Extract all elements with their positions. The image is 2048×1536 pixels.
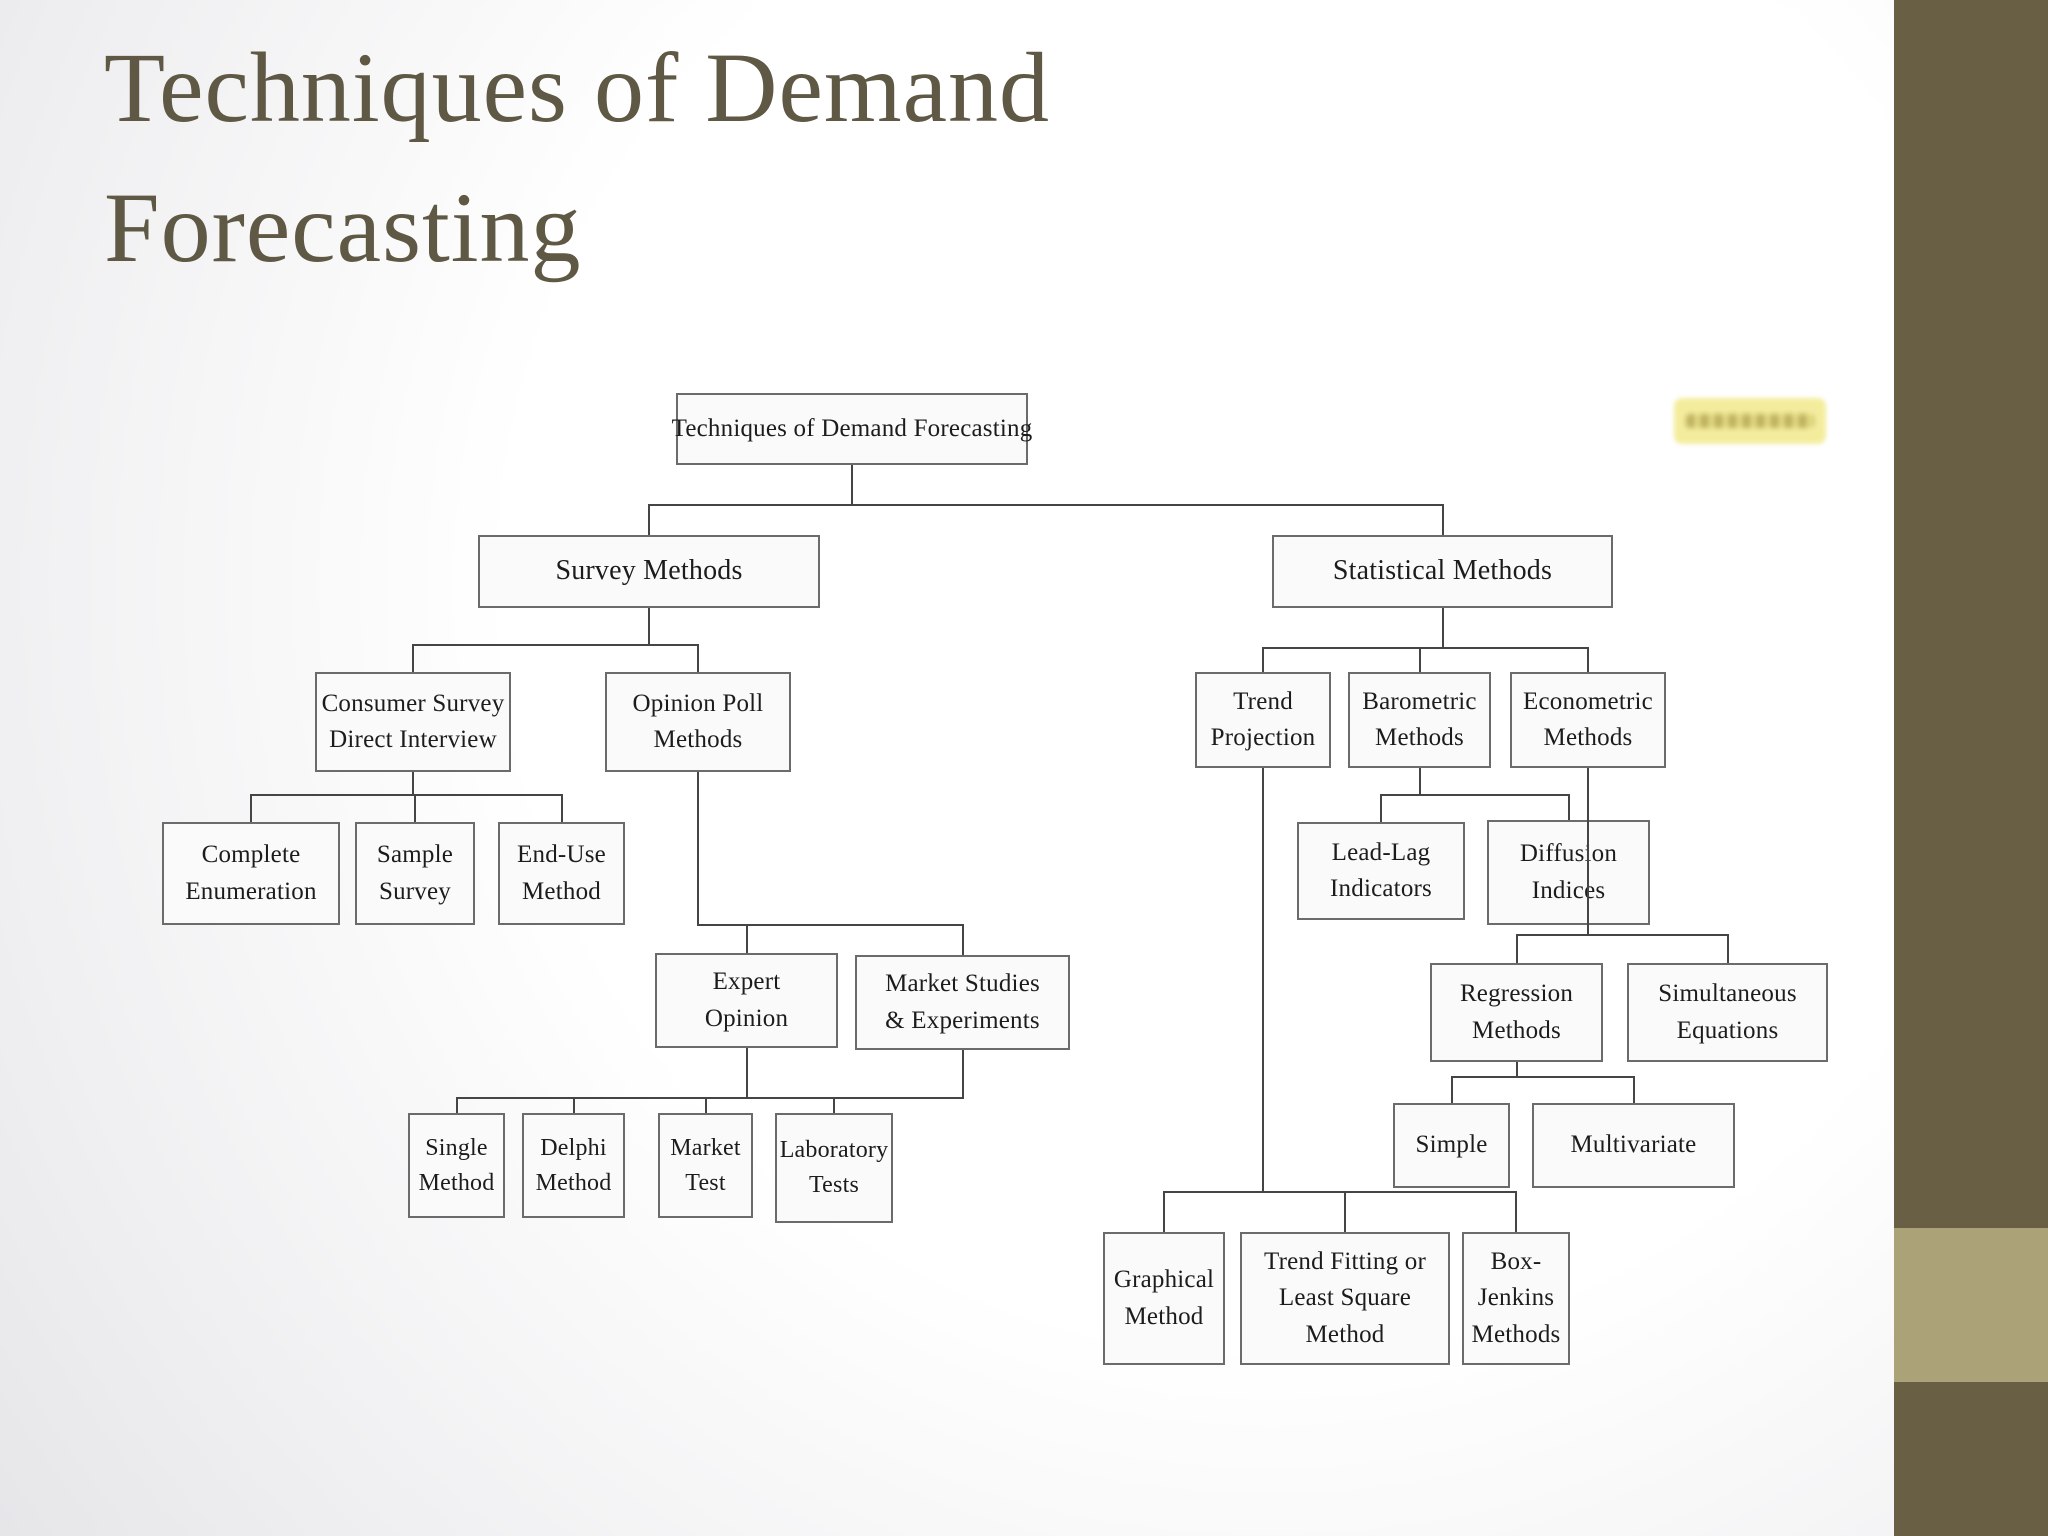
connector-line xyxy=(697,772,699,925)
connector-line xyxy=(1450,1077,1453,1103)
watermark xyxy=(1674,398,1826,444)
slide-title: Techniques of Demand Forecasting xyxy=(104,32,1051,283)
connector-line xyxy=(1380,795,1382,822)
diagram-node-multivariate: Multivariate xyxy=(1532,1103,1735,1188)
connector-line xyxy=(1632,1077,1635,1103)
diagram-node-consumer: Consumer Survey Direct Interview xyxy=(315,672,511,772)
diagram-node-single: Single Method xyxy=(408,1113,505,1218)
connector-line xyxy=(704,1098,707,1113)
connector-line xyxy=(745,1048,748,1098)
connector-line xyxy=(1262,647,1589,649)
connector-line xyxy=(455,1098,458,1113)
diagram-node-statistical: Statistical Methods xyxy=(1272,535,1613,608)
connector-line xyxy=(1418,768,1421,795)
connector-line xyxy=(961,1050,964,1098)
connector-line xyxy=(412,645,414,672)
diagram-node-econometric: Econometric Methods xyxy=(1510,672,1666,768)
connector-line xyxy=(961,925,964,955)
connector-line xyxy=(1262,648,1264,672)
connector-line xyxy=(250,795,252,822)
diagram-node-barometric: Barometric Methods xyxy=(1348,672,1491,768)
connector-line xyxy=(1515,1192,1517,1232)
connector-line xyxy=(1163,1191,1517,1193)
connector-line xyxy=(1587,768,1589,935)
diagram-node-expert: Expert Opinion xyxy=(655,953,838,1048)
diagram-node-simple: Simple xyxy=(1393,1103,1510,1188)
diagram-node-root: Techniques of Demand Forecasting xyxy=(672,393,1032,465)
diagram-node-trendfitting: Trend Fitting or Least Square Method xyxy=(1240,1232,1450,1365)
connector-line xyxy=(412,772,414,795)
diagram-node-labtests: Laboratory Tests xyxy=(775,1113,893,1223)
connector-line xyxy=(833,1098,835,1113)
connector-line xyxy=(1380,794,1570,796)
diagram-node-markettest: Market Test xyxy=(658,1113,753,1218)
diagram-node-survey: Survey Methods xyxy=(478,535,820,608)
connector-line xyxy=(1418,648,1421,672)
connector-line xyxy=(1163,1192,1165,1232)
connector-line xyxy=(414,795,416,822)
connector-line xyxy=(455,1097,748,1099)
connector-line xyxy=(572,1098,575,1113)
diagram-node-diffusion: Diffusion Indices xyxy=(1487,820,1650,925)
connector-line xyxy=(648,505,650,535)
diagram-node-simultaneous: Simultaneous Equations xyxy=(1627,963,1828,1062)
diagram-node-enduse: End-Use Method xyxy=(498,822,625,925)
connector-line xyxy=(697,924,964,926)
connector-line xyxy=(1450,1076,1635,1078)
connector-line xyxy=(1344,1192,1346,1232)
connector-line xyxy=(648,608,650,645)
diagram-node-opinion: Opinion Poll Methods xyxy=(605,672,791,772)
connector-line xyxy=(648,504,1444,506)
connector-line xyxy=(1515,935,1518,963)
connector-line xyxy=(1567,795,1570,820)
connector-line xyxy=(1726,935,1729,963)
connector-line xyxy=(1441,505,1444,535)
connector-line xyxy=(560,795,563,822)
diagram-node-complete: Complete Enumeration xyxy=(162,822,340,925)
diagram-node-boxjenkins: Box- Jenkins Methods xyxy=(1462,1232,1570,1365)
diagram-node-delphi: Delphi Method xyxy=(522,1113,625,1218)
connector-line xyxy=(1262,768,1264,1192)
diagram-node-trend: Trend Projection xyxy=(1195,672,1331,768)
diagram-node-sample: Sample Survey xyxy=(355,822,475,925)
diagram-node-graphical: Graphical Method xyxy=(1103,1232,1225,1365)
connector-line xyxy=(1587,648,1589,672)
right-sidebar-accent xyxy=(1894,1228,2048,1382)
connector-line xyxy=(412,644,699,646)
diagram-node-leadlag: Lead-Lag Indicators xyxy=(1297,822,1465,920)
connector-line xyxy=(745,925,748,953)
connector-line xyxy=(250,794,563,796)
connector-line xyxy=(1515,1062,1518,1077)
connector-line xyxy=(697,645,699,672)
diagram-node-regression: Regression Methods xyxy=(1430,963,1603,1062)
diagram-node-marketstudies: Market Studies & Experiments xyxy=(855,955,1070,1050)
connector-line xyxy=(1441,608,1444,648)
connector-line xyxy=(1515,934,1729,936)
connector-line xyxy=(851,465,853,505)
